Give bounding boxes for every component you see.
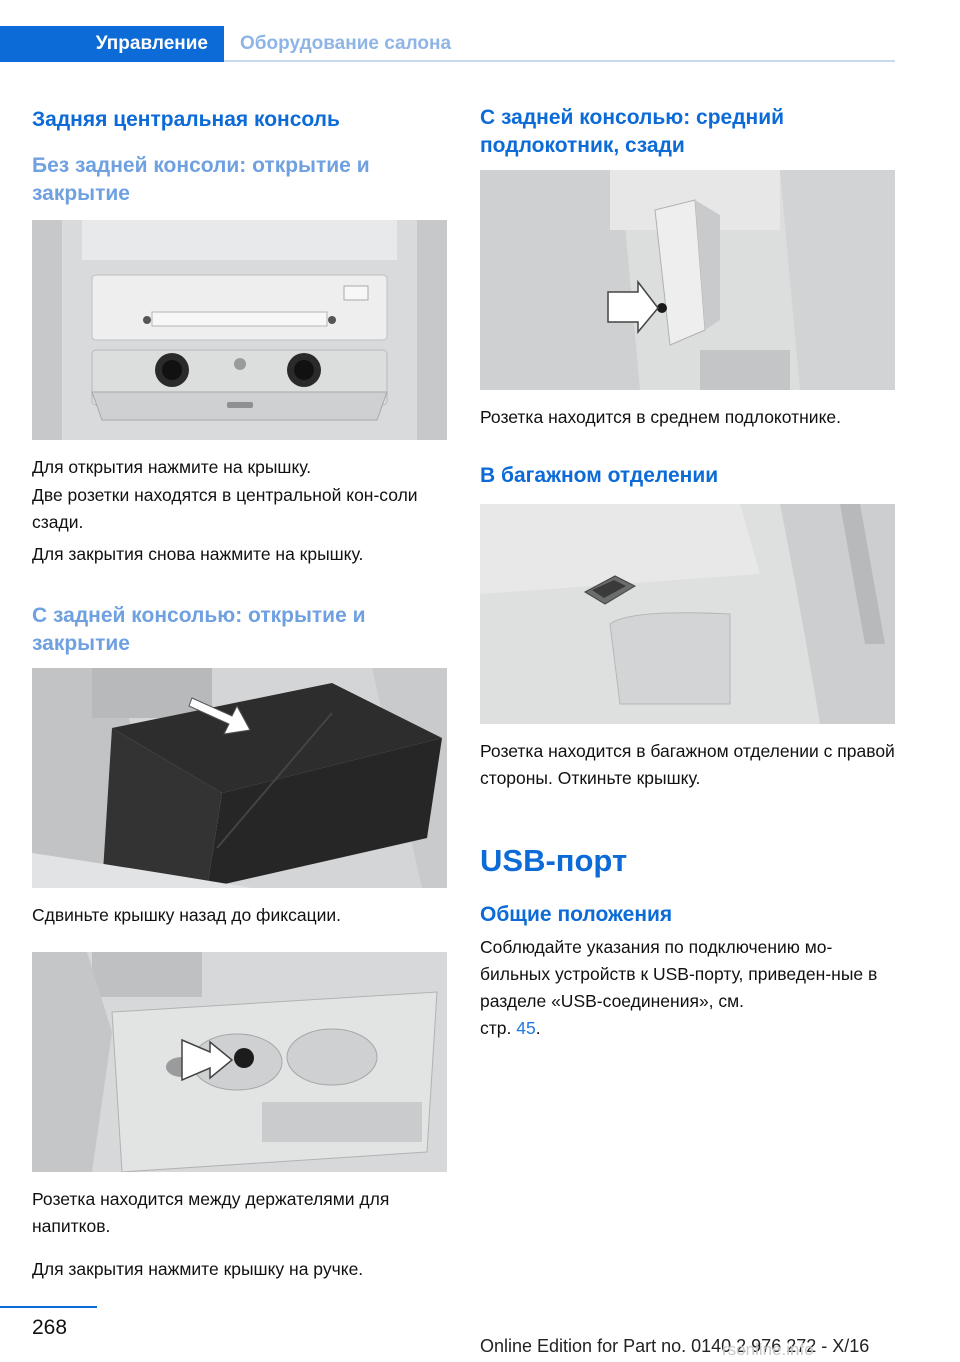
text-usb-info: Соблюдайте указания по подключению мо-би… [480, 937, 878, 1011]
tab-control[interactable]: Управление [0, 26, 224, 62]
image-armrest-socket [480, 170, 895, 390]
image-luggage-socket [480, 504, 895, 724]
page-ref-link[interactable]: 45 [516, 1018, 536, 1038]
subsection-title-armrest: С задней консолью: средний подлокотник, … [480, 106, 785, 157]
usb-port-title: USB-порт [480, 843, 628, 878]
header-tabbar: Управление Оборудование салона [0, 26, 895, 62]
page-number: 268 [32, 1316, 68, 1339]
text-usb-page-ref: стр. 45. [480, 1015, 895, 1042]
text-socket-between-cupholders: Розетка находится между держателями для … [32, 1189, 390, 1236]
text-slide-cover: Сдвиньте крышку назад до фиксации. [32, 905, 342, 925]
general-title: Общие положения [480, 903, 673, 926]
footer-rule [0, 1306, 97, 1308]
tab-cabin-equipment[interactable]: Оборудование салона [240, 33, 452, 54]
subsection-title-luggage: В багажном отделении [480, 464, 719, 487]
subsection-title-with-console: С задней консолью: открытие и закрытие [32, 604, 366, 655]
page-ref-prefix: стр. [480, 1018, 512, 1038]
image-rear-console-sockets [32, 220, 447, 440]
image-cupholder-socket [32, 952, 447, 1172]
text-two-sockets: Две розетки находятся в центральной кон-… [32, 485, 418, 532]
text-open-press: Для открытия нажмите на крышку. [32, 457, 312, 477]
header-rule [224, 60, 895, 62]
subsection-title-no-console: Без задней консоли: открытие и закрытие [32, 154, 370, 205]
section-title: Задняя центральная консоль [32, 108, 340, 131]
text-socket-luggage: Розетка находится в багажном отделении с… [480, 741, 895, 788]
image-sliding-cover [32, 668, 447, 888]
text-close-press: Для закрытия снова нажмите на крышку. [32, 544, 364, 564]
text-close-handle: Для закрытия нажмите крышку на ручке. [32, 1259, 364, 1279]
watermark-text: rsonline.info [722, 1340, 814, 1359]
edition-text: Online Edition for Part no. 0140 2 976 2… [480, 1336, 870, 1356]
text-socket-armrest: Розетка находится в среднем подлокотнике… [480, 407, 842, 427]
page-ref-suffix: . [535, 1018, 541, 1038]
